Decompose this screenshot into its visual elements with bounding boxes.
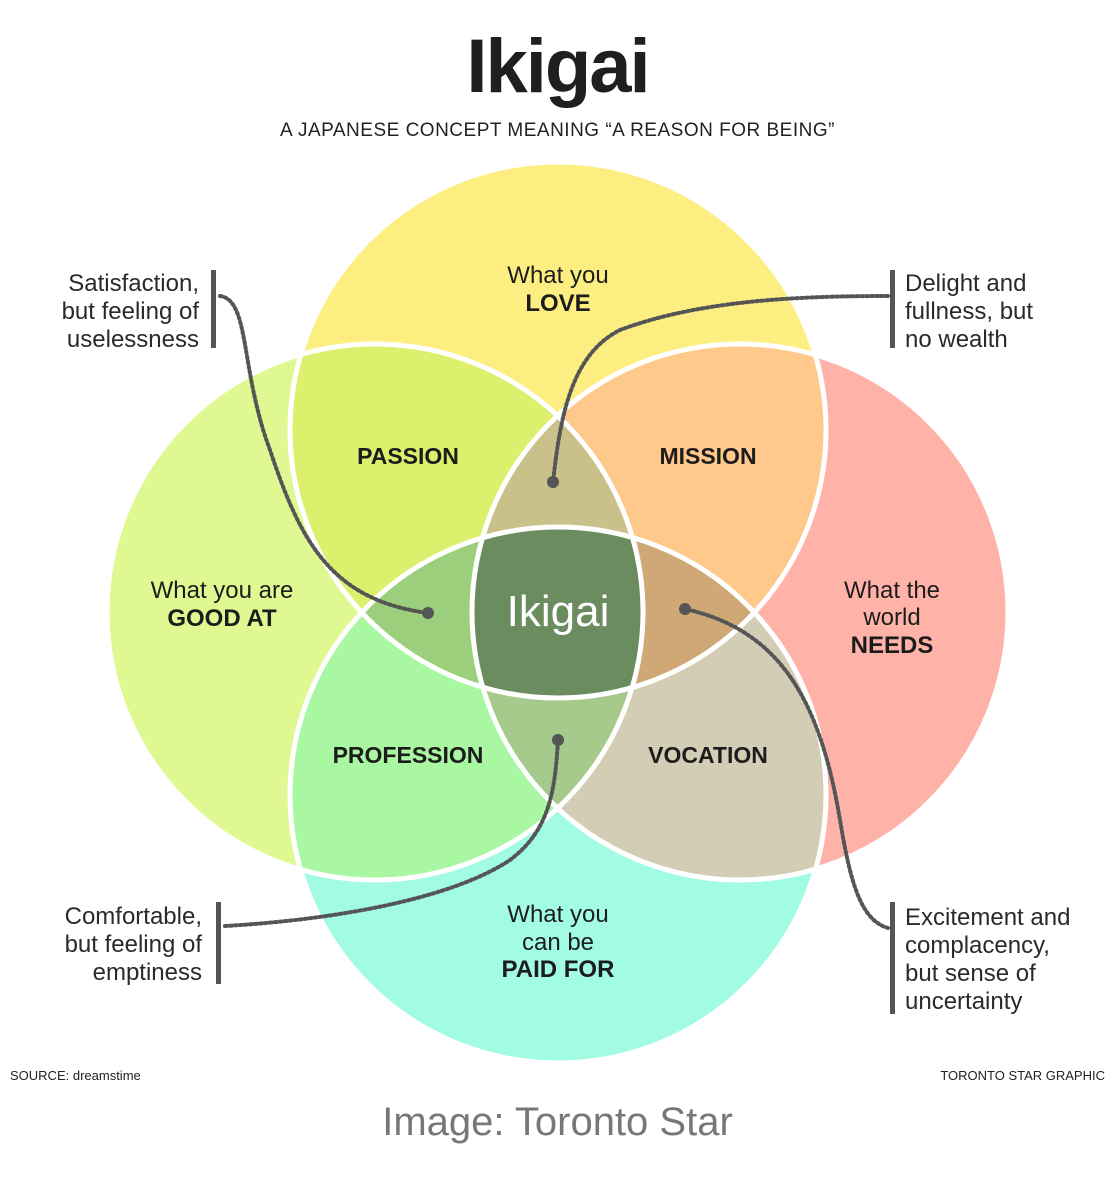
note-top-left-line1: Satisfaction, <box>68 270 199 297</box>
needs-label-bold: NEEDS <box>851 632 934 659</box>
paid-for-label-line1: What you <box>507 901 608 928</box>
passion-label: PASSION <box>357 443 459 469</box>
connector-dot-right <box>679 603 691 615</box>
graphic-credit-footer: TORONTO STAR GRAPHIC <box>940 1068 1105 1083</box>
paid-for-label-bold: PAID FOR <box>502 956 615 983</box>
note-bottom-left-line2: but feeling of <box>65 931 203 958</box>
profession-label: PROFESSION <box>333 742 484 768</box>
note-bar-bottom-right <box>890 902 895 1014</box>
note-top-left-line2: but feeling of <box>62 298 200 325</box>
note-bottom-right-line2: complacency, <box>905 932 1050 959</box>
mission-label: MISSION <box>659 443 756 469</box>
note-bar-top-right <box>890 270 895 348</box>
note-bottom-left-line1: Comfortable, <box>65 903 202 930</box>
needs-label-line1: What the <box>844 577 940 604</box>
note-top-right-line2: fullness, but <box>905 298 1033 325</box>
source-footer: SOURCE: dreamstime <box>10 1068 141 1083</box>
note-bottom-right-line1: Excitement and <box>905 904 1070 931</box>
region-left-triple <box>290 527 643 698</box>
connector-bottom-left <box>223 738 560 928</box>
note-bottom-right-line3: but sense of <box>905 960 1036 987</box>
region-top-triple <box>472 344 643 698</box>
note-top-right-line1: Delight and <box>905 270 1026 297</box>
note-top-left-line3: uselessness <box>67 326 199 353</box>
page-subtitle: A JAPANESE CONCEPT MEANING “A REASON FOR… <box>280 120 835 141</box>
love-label-bold: LOVE <box>525 290 590 317</box>
connector-top-left <box>218 294 430 615</box>
connector-bottom-right <box>683 607 890 930</box>
connector-dot-left <box>422 607 434 619</box>
center-ikigai-label: Ikigai <box>507 587 610 636</box>
vocation-label: VOCATION <box>648 742 768 768</box>
note-bar-top-left <box>211 270 216 348</box>
connector-dot-top <box>547 476 559 488</box>
note-bottom-right-line4: uncertainty <box>905 988 1022 1015</box>
region-bottom-triple <box>472 527 643 880</box>
note-bar-bottom-left <box>216 902 221 984</box>
image-credit: Image: Toronto Star <box>382 1100 733 1144</box>
love-label-line1: What you <box>507 262 608 289</box>
good-at-label-bold: GOOD AT <box>167 605 277 632</box>
region-right-triple <box>472 527 826 698</box>
good-at-label-line1: What you are <box>151 577 294 604</box>
note-bottom-left-line3: emptiness <box>93 959 202 986</box>
needs-label-line2: world <box>862 604 920 631</box>
connector-dot-bottom <box>552 734 564 746</box>
page-title: Ikigai <box>466 24 650 109</box>
note-top-right-line3: no wealth <box>905 326 1008 353</box>
paid-for-label-line2: can be <box>522 929 594 956</box>
connector-top-right <box>551 294 890 484</box>
